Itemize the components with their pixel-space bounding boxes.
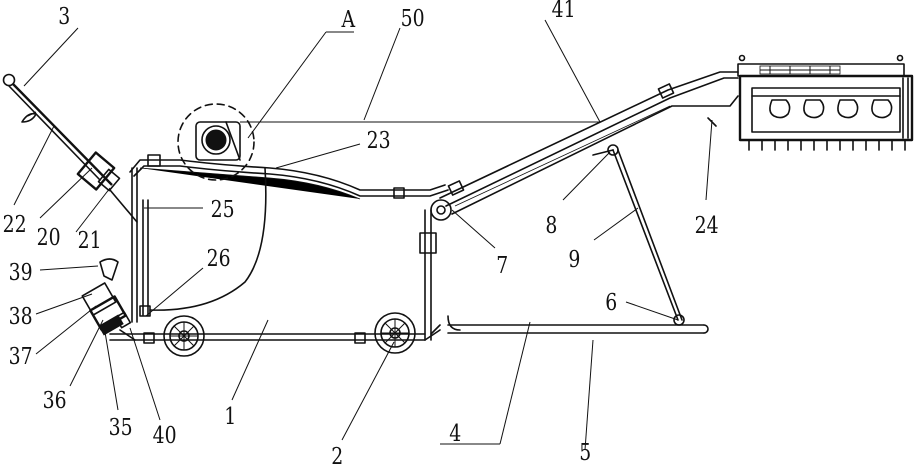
label-4: 4 [449,419,461,446]
frame-top-rail [130,155,448,199]
wheel-front [375,313,415,353]
label-3: 3 [58,2,70,29]
label-9: 9 [568,245,580,272]
bottom-frame [110,210,440,343]
label-40: 40 [153,421,177,448]
label-38: 38 [9,302,33,329]
label-39: 39 [9,258,33,285]
label-36: 36 [43,386,67,413]
motor-reel [178,104,254,180]
label-35: 35 [109,413,133,440]
handle [4,75,113,186]
collection-bag [150,168,266,310]
label-6: 6 [605,288,617,315]
rear-attachment [82,259,135,340]
label-8: 8 [545,211,557,238]
label-37: 37 [9,342,33,369]
reference-labels: 3 A 50 41 23 25 22 20 21 26 39 38 37 36 … [3,0,719,465]
label-41: 41 [552,0,576,22]
label-23: 23 [367,126,391,153]
wheel-rear [164,316,204,356]
label-26: 26 [207,244,231,271]
leader-lines [14,20,712,450]
label-7: 7 [496,251,508,278]
label-20: 20 [37,223,61,250]
front-head [708,56,912,151]
label-25: 25 [211,195,235,222]
label-21: 21 [78,226,102,253]
label-2: 2 [331,442,343,465]
pivot-7 [431,200,451,220]
front-skid [448,316,708,333]
label-22: 22 [3,210,27,237]
label-1: 1 [224,402,236,429]
boom [440,72,738,214]
label-24: 24 [695,211,719,238]
label-A: A [341,5,356,32]
label-50: 50 [401,4,425,31]
label-5: 5 [579,438,591,465]
